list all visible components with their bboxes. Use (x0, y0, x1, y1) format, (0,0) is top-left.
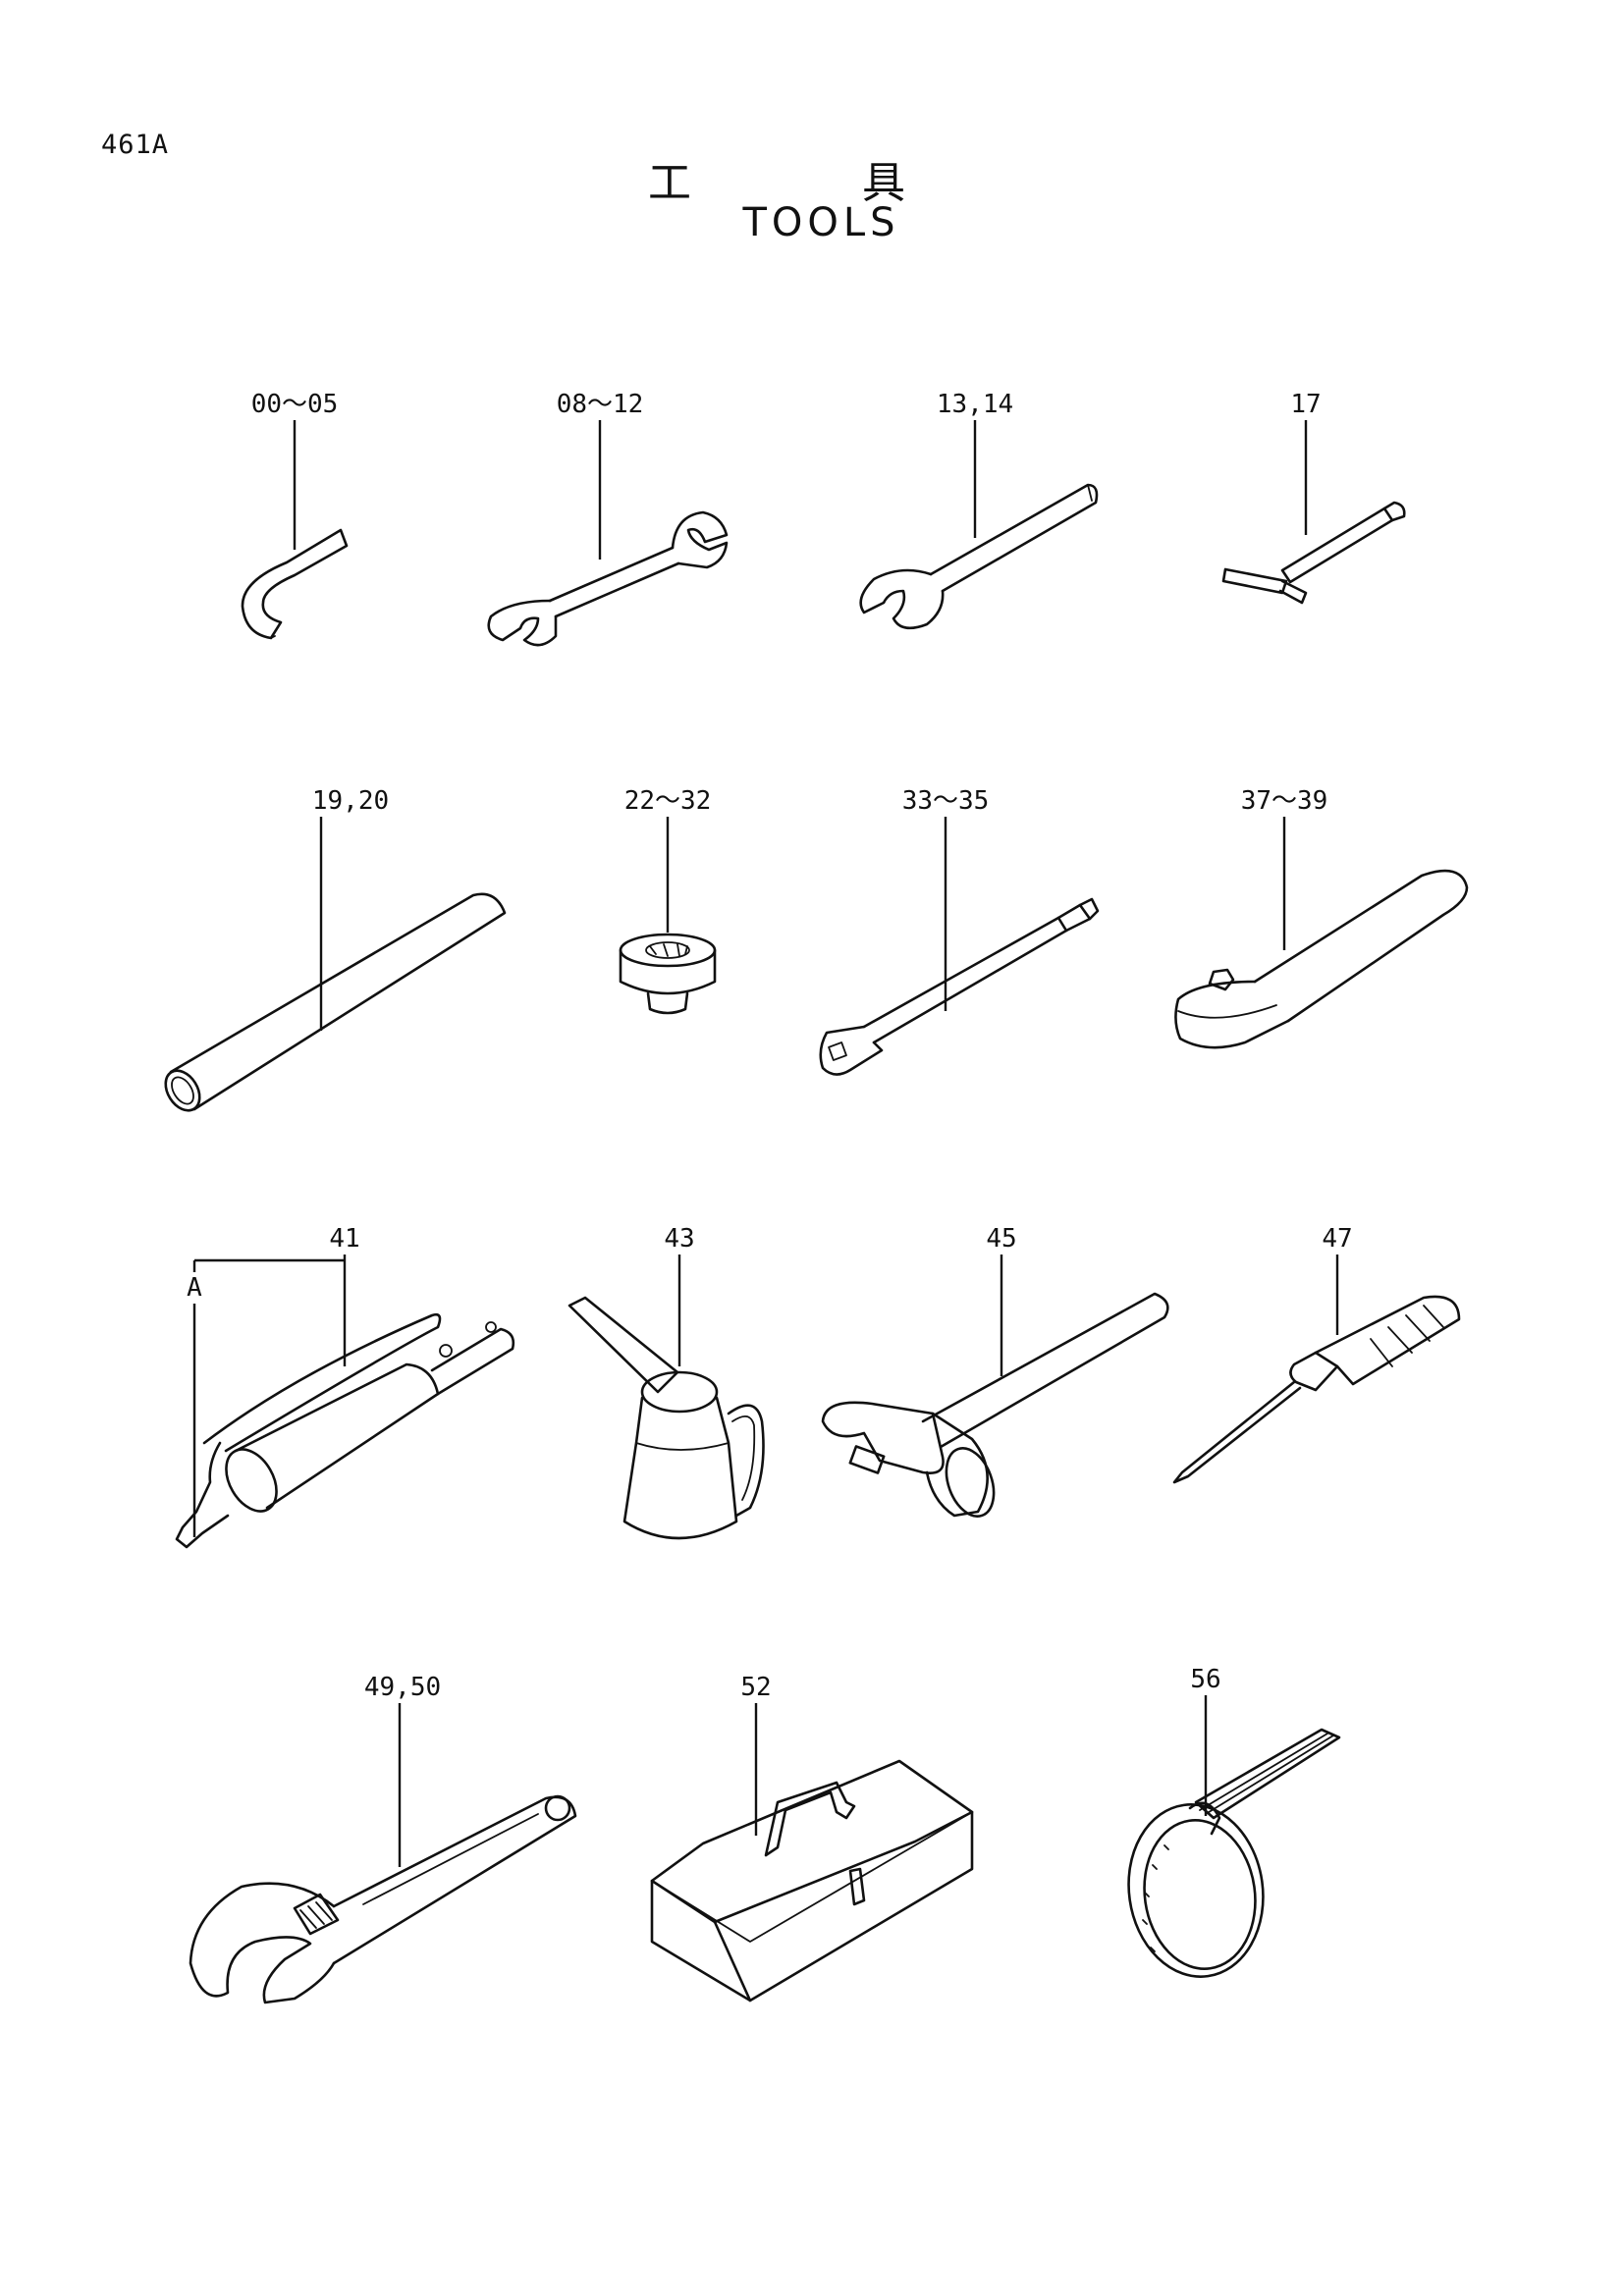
pipe-bar-drawing (164, 892, 507, 1112)
callout-hex-key: 00～05 (251, 390, 339, 550)
callout-label: 43 (664, 1224, 694, 1254)
double-open-end-wrench-drawing (487, 510, 729, 647)
callout-hammer: 45 (986, 1224, 1017, 1376)
callout-label: 17 (1290, 390, 1321, 419)
extension-bar-drawing (819, 897, 1100, 1076)
callout-label: 56 (1190, 1665, 1220, 1694)
page-title: TOOLS (742, 200, 900, 245)
t-handle-socket-wrench-drawing (1221, 501, 1406, 605)
callout-label: 41 (329, 1224, 359, 1254)
page-code: 461A (101, 130, 170, 160)
callout-t-handle-socket-wrench: 17 (1290, 390, 1322, 535)
title-japanese-left: 工 (648, 158, 691, 208)
callout-label: 22～32 (624, 786, 712, 816)
callout-oil-can: 43 (664, 1224, 695, 1366)
screwdriver-drawing (1172, 1295, 1461, 1484)
callout-label: 49,50 (364, 1673, 441, 1702)
oil-can-drawing (568, 1296, 765, 1540)
title-japanese-right: 具 (862, 158, 905, 208)
callout-label: 13,14 (937, 390, 1013, 419)
tool-box-drawing (650, 1759, 974, 2002)
callout-label: 00～05 (251, 390, 339, 419)
single-open-end-wrench-drawing (859, 483, 1099, 630)
socket-drawing (619, 933, 717, 1015)
callout-pipe-bar: 19,20 (312, 786, 389, 1031)
callout-tool-box: 52 (740, 1673, 772, 1836)
hex-key-drawing (241, 528, 349, 640)
adjustable-wrench-drawing (189, 1794, 577, 2004)
callout-label: 19,20 (312, 786, 389, 816)
callout-ratchet-handle: 37～39 (1241, 786, 1328, 950)
callout-single-open-end-wrench: 13,14 (937, 390, 1013, 538)
callout-label: 47 (1322, 1224, 1352, 1254)
callout-label: A (187, 1273, 202, 1303)
callout-double-open-end-wrench: 08～12 (557, 390, 644, 560)
callout-label: 33～35 (902, 786, 990, 816)
callout-filter-wrench: 56 (1190, 1665, 1221, 1816)
callout-grease-gun: 41 (194, 1224, 360, 1366)
hammer-drawing (821, 1292, 1169, 1518)
callout-grease-gun-nozzle: A (187, 1260, 202, 1537)
callout-label: 45 (986, 1224, 1016, 1254)
callout-adjustable-wrench: 49,50 (364, 1673, 441, 1867)
callout-label: 52 (740, 1673, 771, 1702)
ratchet-handle-drawing (1174, 869, 1469, 1049)
callout-screwdriver: 47 (1322, 1224, 1353, 1335)
filter-wrench-drawing (1127, 1728, 1341, 1978)
callout-label: 37～39 (1241, 786, 1328, 816)
callout-label: 08～12 (557, 390, 644, 419)
callout-extension-bar: 33～35 (902, 786, 990, 1011)
callout-socket: 22～32 (624, 786, 712, 933)
grease-gun-drawing (175, 1312, 515, 1549)
